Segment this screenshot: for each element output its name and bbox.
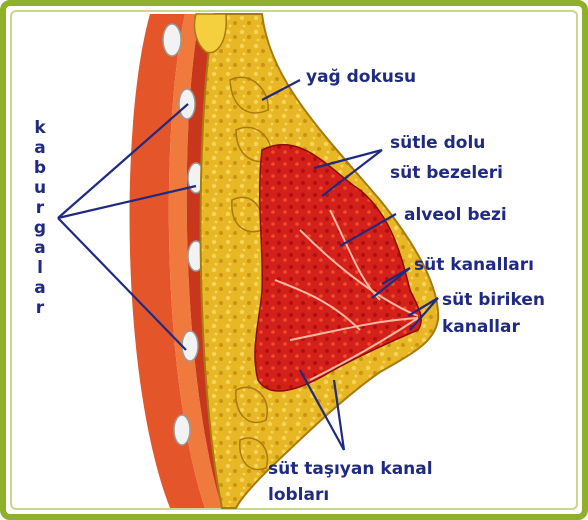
label-kaburgalar: k a b u r g a l a r — [34, 118, 46, 318]
letter-a3: a — [34, 278, 45, 298]
label-yag-dokusu: yağ dokusu — [306, 67, 416, 87]
letter-a: a — [34, 138, 45, 158]
letter-k: k — [34, 118, 46, 138]
letter-r2: r — [36, 298, 45, 318]
label-alveol-bezi: alveol bezi — [404, 205, 507, 225]
letter-a2: a — [34, 238, 45, 258]
letter-g: g — [34, 218, 46, 238]
letter-u: u — [34, 178, 46, 198]
label-sut-biriken-line2: kanallar — [442, 317, 520, 337]
label-sut-tasiyan-line2: lobları — [268, 485, 329, 505]
label-sut-tasiyan-line1: süt taşıyan kanal — [268, 459, 433, 479]
letter-b: b — [34, 158, 46, 178]
label-sut-biriken-line1: süt biriken — [442, 290, 545, 310]
letter-r: r — [36, 198, 45, 218]
letter-l: l — [37, 258, 43, 278]
label-sutle-dolu-line1: sütle dolu — [390, 133, 485, 153]
label-sutle-dolu-line2: süt bezeleri — [390, 163, 503, 183]
label-sut-kanallari: süt kanalları — [414, 255, 534, 275]
